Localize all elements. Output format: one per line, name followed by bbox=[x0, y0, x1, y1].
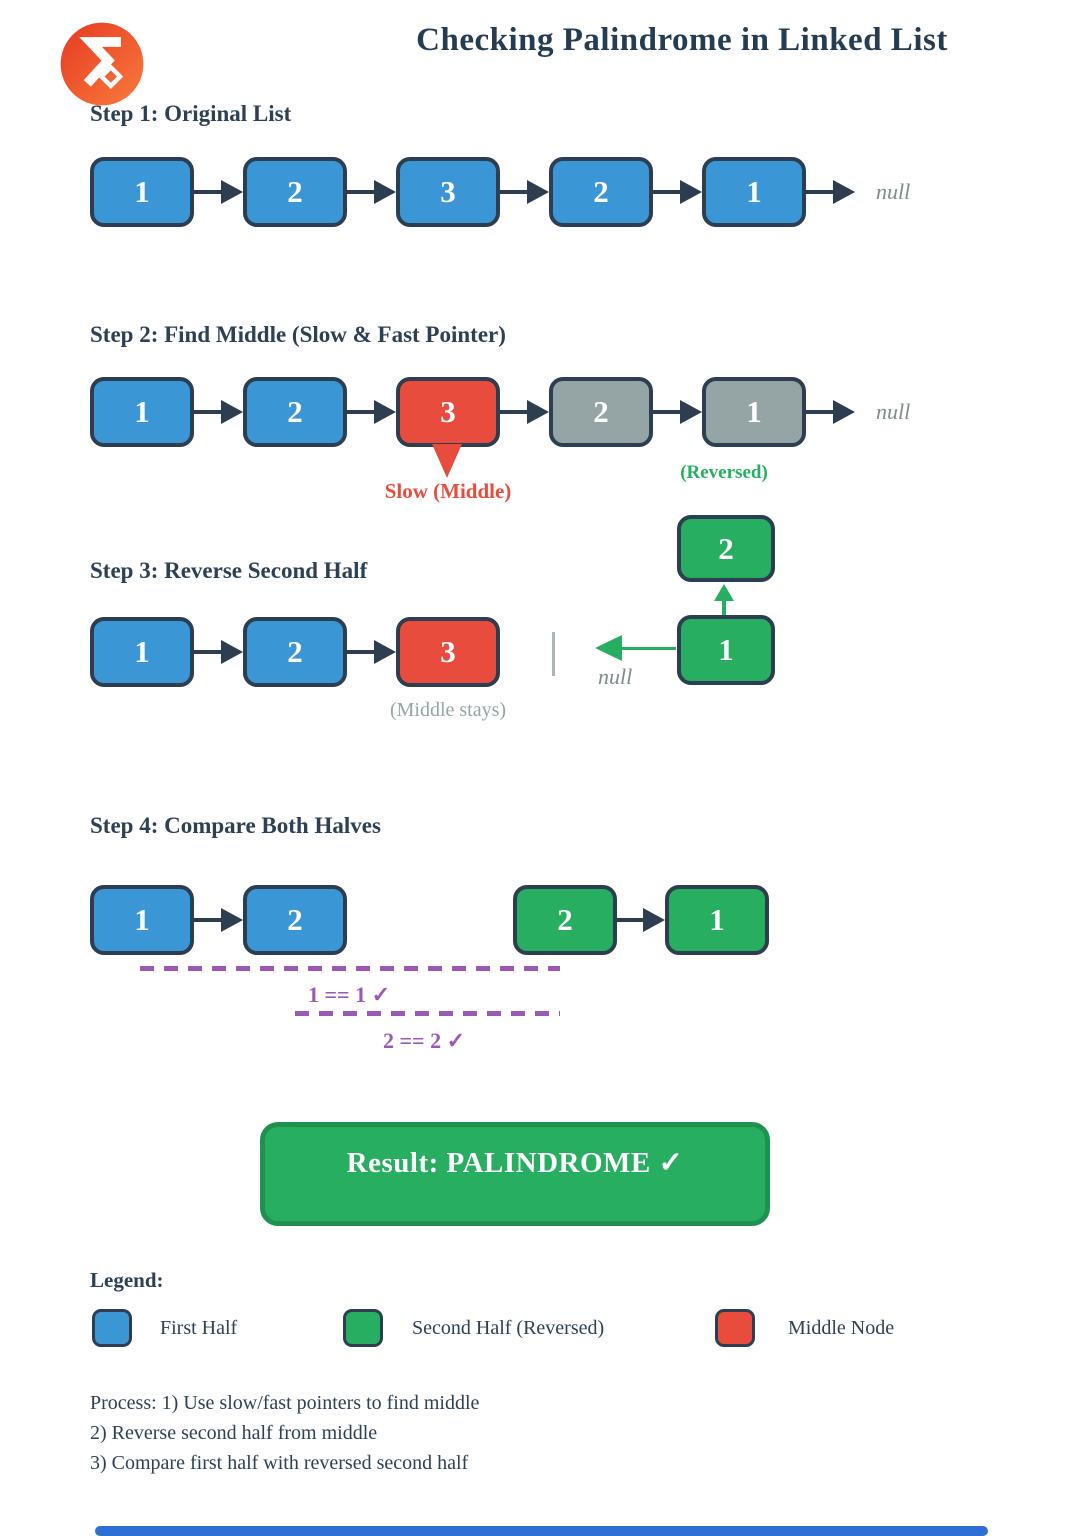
process-note: 2) Reverse second half from middle bbox=[90, 1422, 378, 1444]
arrow-right-icon bbox=[347, 377, 396, 447]
step2-node: 1 bbox=[702, 377, 806, 447]
step1-node: 3 bbox=[396, 157, 500, 227]
step3-node: 1 bbox=[90, 617, 194, 687]
null-terminator: null bbox=[876, 399, 911, 424]
legend-swatch-middle-node bbox=[715, 1309, 755, 1347]
arrow-right-icon bbox=[653, 377, 702, 447]
bottom-accent-bar bbox=[95, 1526, 988, 1536]
arrow-left-icon bbox=[595, 635, 676, 661]
arrow-right-icon bbox=[617, 885, 665, 955]
step2-node: 1 bbox=[90, 377, 194, 447]
step2-middle-node: 3 bbox=[396, 377, 500, 447]
comparison-label: 1 == 1 ✓ bbox=[308, 982, 391, 1007]
legend-label: First Half bbox=[160, 1317, 238, 1339]
section-divider bbox=[552, 632, 555, 676]
arrow-right-icon bbox=[500, 377, 549, 447]
arrow-right-icon bbox=[194, 617, 243, 687]
process-note: Process: 1) Use slow/fast pointers to fi… bbox=[90, 1392, 480, 1414]
legend-label: Middle Node bbox=[788, 1317, 895, 1339]
step2-node: 2 bbox=[243, 377, 347, 447]
step3-middle-node: 3 bbox=[396, 617, 500, 687]
step4-heading: Step 4: Compare Both Halves bbox=[90, 813, 381, 838]
arrow-right-icon bbox=[194, 377, 243, 447]
result-text: Result: PALINDROME ✓ bbox=[346, 1147, 684, 1179]
step3-reversed-node: 1 bbox=[677, 615, 775, 685]
arrow-right-icon bbox=[347, 157, 396, 227]
arrow-right-icon bbox=[653, 157, 702, 227]
step2-node: 2 bbox=[549, 377, 653, 447]
arrow-right-icon bbox=[806, 377, 855, 447]
arrow-right-icon bbox=[500, 157, 549, 227]
arrow-up-icon bbox=[714, 584, 734, 615]
arrow-right-icon bbox=[194, 157, 243, 227]
step3-reversed-node: 2 bbox=[677, 515, 775, 582]
arrow-right-icon bbox=[194, 885, 243, 955]
arrow-right-icon bbox=[806, 157, 855, 227]
legend-swatch-first-half bbox=[92, 1309, 132, 1347]
step4-first-half-node: 2 bbox=[243, 885, 347, 955]
page-title: Checking Palindrome in Linked List bbox=[416, 22, 948, 58]
reversed-label: (Reversed) bbox=[680, 462, 768, 483]
step4-second-half-node: 2 bbox=[513, 885, 617, 955]
middle-stays-note: (Middle stays) bbox=[389, 699, 507, 721]
comparison-dashed-line bbox=[295, 1011, 560, 1016]
comparison-label: 2 == 2 ✓ bbox=[383, 1028, 466, 1053]
null-terminator: null bbox=[876, 179, 911, 204]
legend-label: Second Half (Reversed) bbox=[412, 1317, 605, 1339]
process-note: 3) Compare first half with reversed seco… bbox=[90, 1452, 469, 1474]
result-banner: Result: PALINDROME ✓ bbox=[260, 1122, 770, 1226]
comparison-dashed-line bbox=[140, 966, 560, 971]
step3-heading: Step 3: Reverse Second Half bbox=[90, 558, 368, 583]
step4-first-half-node: 1 bbox=[90, 885, 194, 955]
middle-pointer-icon bbox=[432, 444, 462, 478]
step1-node: 2 bbox=[243, 157, 347, 227]
step1-node: 1 bbox=[90, 157, 194, 227]
arrow-right-icon bbox=[347, 617, 396, 687]
step3-node: 2 bbox=[243, 617, 347, 687]
slow-middle-label: Slow (Middle) bbox=[384, 479, 512, 503]
step2-heading: Step 2: Find Middle (Slow & Fast Pointer… bbox=[90, 322, 506, 347]
step1-node: 2 bbox=[549, 157, 653, 227]
sigma-logo-icon bbox=[58, 20, 146, 108]
legend-swatch-second-half bbox=[343, 1309, 383, 1347]
step4-second-half-node: 1 bbox=[665, 885, 769, 955]
null-terminator: null bbox=[598, 664, 633, 689]
step1-node: 1 bbox=[702, 157, 806, 227]
step1-heading: Step 1: Original List bbox=[90, 101, 292, 126]
legend-heading: Legend: bbox=[90, 1268, 164, 1292]
